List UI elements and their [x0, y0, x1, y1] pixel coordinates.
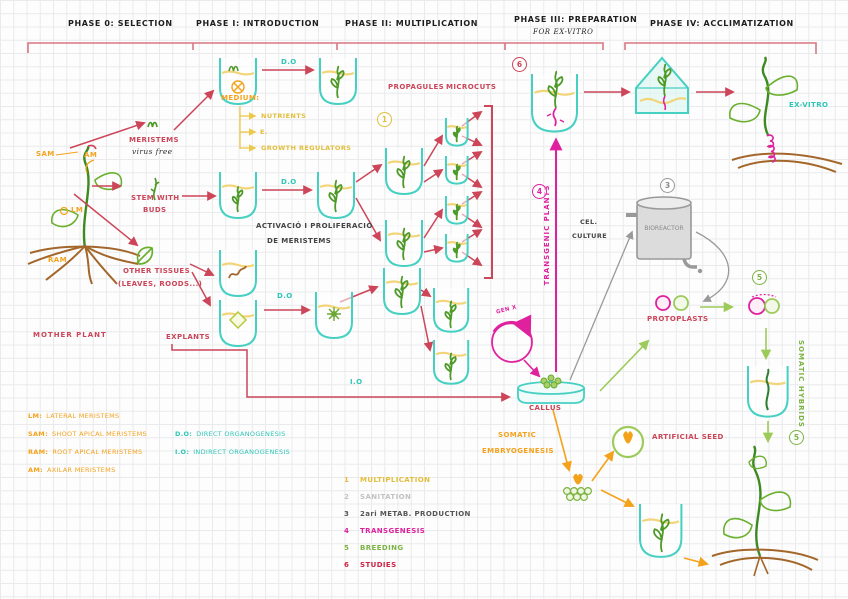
legend-io: I.O:INDIRECT ORGANOGENESIS [175, 448, 291, 456]
phase-3-header: PHASE III: PREPARATION [514, 15, 638, 24]
stem-bud-icon [150, 177, 160, 201]
plasmid-gene [491, 314, 541, 378]
callus-starburst-icon [327, 307, 341, 321]
green-arrows [599, 301, 774, 444]
phase-2-header: PHASE II: MULTIPLICATION [345, 19, 479, 28]
legend-ram: RAM:ROOT APICAL MERISTEMS [28, 448, 143, 456]
medium-composition-tree [239, 106, 257, 152]
explants-label: EXPLANTS [166, 333, 211, 341]
legend-lm: LM:LATERAL MERISTEMS [28, 412, 120, 420]
phase-3-header-line2: FOR EX-VITRO [533, 28, 594, 36]
ram-label: RAM [48, 256, 67, 264]
leaf-icon [136, 246, 154, 265]
meristem-legend: LM:LATERAL MERISTEMS SAM:SHOOT APICAL ME… [28, 412, 147, 484]
direct-organogenesis-label-2: D.O [281, 178, 297, 186]
virus-free-label: virus free [132, 147, 173, 156]
root-coil-icon [766, 134, 776, 163]
protoplasts-label: PROTOPLASTS [647, 315, 709, 323]
mother-plant-drawing [27, 144, 141, 285]
direct-organogenesis-label-1: D.O [281, 58, 297, 66]
somatic-embryogenesis-label-line2: EMBRYOGENESIS [482, 447, 554, 455]
marker-5-breeding-top: 5 [752, 270, 767, 285]
ex-vitro-plant [729, 56, 843, 173]
callus-label: CALLUS [529, 404, 562, 412]
direct-organogenesis-label-3: D.O [277, 292, 293, 300]
legend-am: AM:AXILAR MERISTEMS [28, 466, 116, 474]
nutrients-label: NUTRIENTS [261, 112, 307, 120]
bioreactor-drawing [569, 196, 730, 381]
transgenic-plants-label: TRANSGENIC PLANTS [543, 184, 551, 286]
meristem-icon [147, 121, 158, 128]
marker-6-studies: 6 [512, 57, 527, 72]
artificial-seed-label: ARTIFICIAL SEED [652, 433, 724, 441]
marker-1-multiplication: 1 [377, 112, 392, 127]
phase-0-header: PHASE 0: SELECTION [68, 19, 173, 28]
ex-vitro-label: EX-VITRO [789, 101, 829, 109]
somatic-embryogenesis-drawing [552, 409, 710, 567]
protoplast-cells [655, 293, 780, 315]
vessel-contents [228, 65, 770, 554]
cell-culture-label-line1: CEL. [580, 218, 598, 226]
growth-regulators-label: GROWTH REGULATORS [261, 144, 352, 152]
callus-petri-dish [517, 374, 585, 404]
bioreactor-label: BIOREACTOR [644, 225, 684, 232]
marker-4-transgenesis: 4 [532, 184, 547, 199]
organogenesis-legend: D.O:DIRECT ORGANOGENESIS I.O:INDIRECT OR… [175, 430, 290, 466]
activation-label-line1: ACTIVACIÓ I PROLIFERACIÓ [256, 222, 373, 230]
phase-1-header: PHASE I: INTRODUCTION [196, 19, 320, 28]
legend-do: D.O:DIRECT ORGANOGENESIS [175, 430, 286, 438]
propagules-label: PROPAGULES [388, 83, 445, 91]
other-tissues-label: OTHER TISSUES [123, 267, 191, 275]
sam-label: SAM [36, 150, 55, 158]
marker-5-breeding-bottom: 5 [789, 430, 804, 445]
somatic-embryogenesis-label-line1: SOMATIC [498, 431, 537, 439]
indirect-organogenesis-label: I.O [350, 378, 363, 386]
leaves-roots-label: (LEAVES, ROODS...) [118, 280, 203, 288]
explant-icons [136, 121, 160, 265]
phase-4-header: PHASE IV: ACCLIMATIZATION [650, 19, 794, 28]
marker-3-metabolites: 3 [660, 178, 675, 193]
energy-label: E. [260, 128, 268, 136]
stem-with-buds-label: STEM WITH [131, 194, 180, 202]
greenhouse-drawing [635, 56, 689, 114]
medium-label: MEDIUM: [221, 94, 260, 102]
am-label: AM [84, 151, 98, 159]
acclimatized-plant [711, 445, 819, 577]
phase-timeline-bracket [27, 42, 817, 54]
activation-label-line2: DE MERISTEMS [267, 237, 332, 245]
meristems-label: MERISTEMS [129, 136, 179, 144]
embryo-icon [573, 473, 583, 485]
legend-sam: SAM:SHOOT APICAL MERISTEMS [28, 430, 147, 438]
microcuts-label: MICROCUTS [446, 83, 497, 91]
lm-label: LM [71, 206, 84, 214]
somatic-hybrids-label: SOMATIC HYBRIDS [797, 340, 805, 428]
mother-plant-label: MOTHER PLANT [33, 331, 107, 339]
buds-label: BUDS [143, 206, 167, 214]
cut-symbol-icon [231, 80, 245, 94]
red-arrows [69, 65, 735, 402]
cell-culture-label-line2: CULTURE [572, 232, 608, 240]
